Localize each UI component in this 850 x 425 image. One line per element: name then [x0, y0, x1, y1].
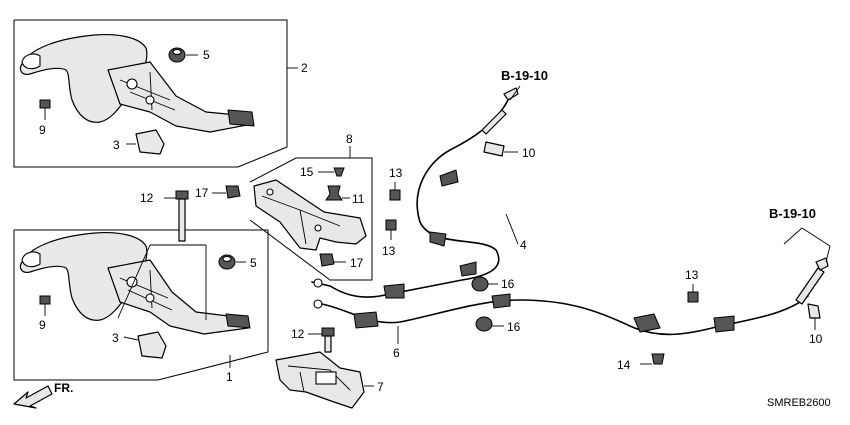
cable-4-group — [311, 85, 521, 299]
bolt-12-upper — [175, 190, 189, 200]
upper-lever-button — [21, 53, 41, 70]
nut-17-lower — [319, 253, 335, 267]
screw-15 — [333, 167, 345, 177]
callout-16-lower: 16 — [507, 320, 521, 334]
callout-10-upper: 10 — [522, 146, 536, 160]
bolt-13-upper-pair — [385, 182, 401, 240]
clip-11 — [325, 185, 343, 201]
lower-lever-cover — [19, 231, 148, 321]
bracket-7-group — [275, 327, 374, 409]
reference-b-19-10-right: B-19-10 — [769, 206, 816, 221]
callout-17-upper: 17 — [195, 186, 209, 200]
callout-2: 2 — [301, 61, 308, 75]
front-label: FR. — [54, 381, 73, 395]
callout-3-lower: 3 — [112, 331, 119, 345]
grommet-16-lower — [475, 316, 493, 332]
front-direction-indicator: FR. — [13, 381, 73, 409]
lower-lever-connector — [225, 313, 251, 329]
callout-1: 1 — [226, 370, 233, 384]
cable-6-group — [313, 227, 831, 365]
lower-lever-button — [21, 251, 41, 268]
callout-9-upper: 9 — [39, 123, 46, 137]
upper-lever-connector — [227, 109, 255, 127]
upper-assembly-frame — [13, 19, 288, 168]
bracket-8-frame — [249, 157, 373, 281]
callout-13-right: 13 — [685, 268, 699, 282]
lower-assembly-frame — [13, 229, 269, 381]
cable-6 — [321, 295, 809, 336]
callout-10-lower: 10 — [809, 332, 823, 346]
bolt-12-lower — [321, 327, 335, 337]
callout-5-lower: 5 — [250, 256, 257, 270]
callout-5-upper: 5 — [203, 48, 210, 62]
upper-lever-group — [13, 19, 298, 168]
cable-4 — [329, 99, 509, 298]
callout-4: 4 — [520, 238, 527, 252]
bolt-13-right — [687, 291, 699, 303]
front-arrow-icon — [13, 385, 53, 409]
reference-b-19-10-upper: B-19-10 — [501, 68, 548, 83]
callout-12-lower: 12 — [291, 327, 305, 341]
callout-17-lower: 17 — [350, 256, 364, 270]
clip-10-lower — [807, 303, 821, 319]
bracket-8 — [253, 179, 367, 251]
callout-13-middle: 13 — [382, 244, 396, 258]
cable-6-end — [795, 267, 825, 305]
bracket-8-group — [164, 146, 373, 281]
lower-lever-group — [13, 229, 269, 381]
cable-4-upper-end — [481, 109, 507, 135]
nut-17-upper — [225, 185, 241, 199]
callout-11: 11 — [352, 192, 365, 206]
callout-16-upper: 16 — [501, 277, 515, 291]
callout-12-upper: 12 — [140, 191, 154, 205]
callout-6: 6 — [393, 346, 400, 360]
callout-3-upper: 3 — [113, 138, 120, 152]
upper-lever-cover — [19, 33, 148, 123]
callout-13-upper: 13 — [389, 166, 403, 180]
bolt-9-lower — [39, 295, 51, 305]
callout-15: 15 — [300, 165, 314, 179]
callout-7: 7 — [377, 380, 384, 394]
callout-8: 8 — [346, 132, 353, 146]
diagram-code: SMREB2600 — [767, 397, 831, 409]
callout-9-lower: 9 — [39, 318, 46, 332]
clip-10-upper — [483, 141, 505, 157]
callout-14: 14 — [617, 358, 631, 372]
switch-3-lower — [137, 331, 167, 359]
switch-3-upper — [135, 129, 165, 155]
bolt-9-upper — [39, 99, 51, 109]
grommet-16-upper — [471, 276, 489, 292]
bolt-14 — [651, 353, 665, 365]
